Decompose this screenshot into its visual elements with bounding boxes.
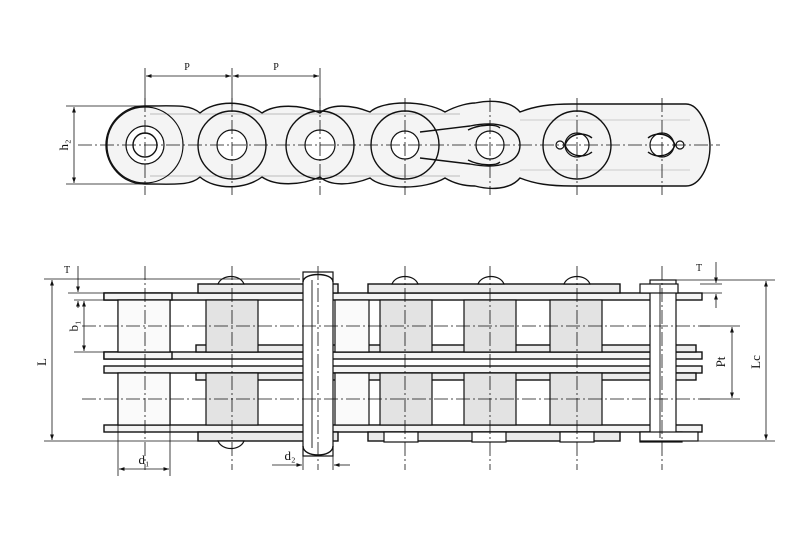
pitch-label-1: P — [184, 62, 190, 73]
plan-view: L T b₁ T Pt Lc d₁ — [34, 262, 775, 476]
plate-thickness-left-label: T — [64, 265, 70, 276]
inner-width-label: b₁ — [66, 320, 81, 331]
pin-diameter-label: d₂ — [284, 448, 295, 463]
pitch-label-2: P — [273, 62, 279, 73]
end-pin — [639, 279, 699, 442]
plate-thickness-right-label: T — [696, 263, 702, 274]
transverse-pitch-label: Pt — [713, 356, 728, 367]
overall-length-label: L — [34, 358, 49, 366]
connecting-length-label: Lc — [748, 355, 763, 369]
side-view: P P h₂ — [56, 62, 720, 195]
roller-diameter-label: d₁ — [138, 452, 149, 467]
plate-height-label: h₂ — [56, 139, 71, 150]
